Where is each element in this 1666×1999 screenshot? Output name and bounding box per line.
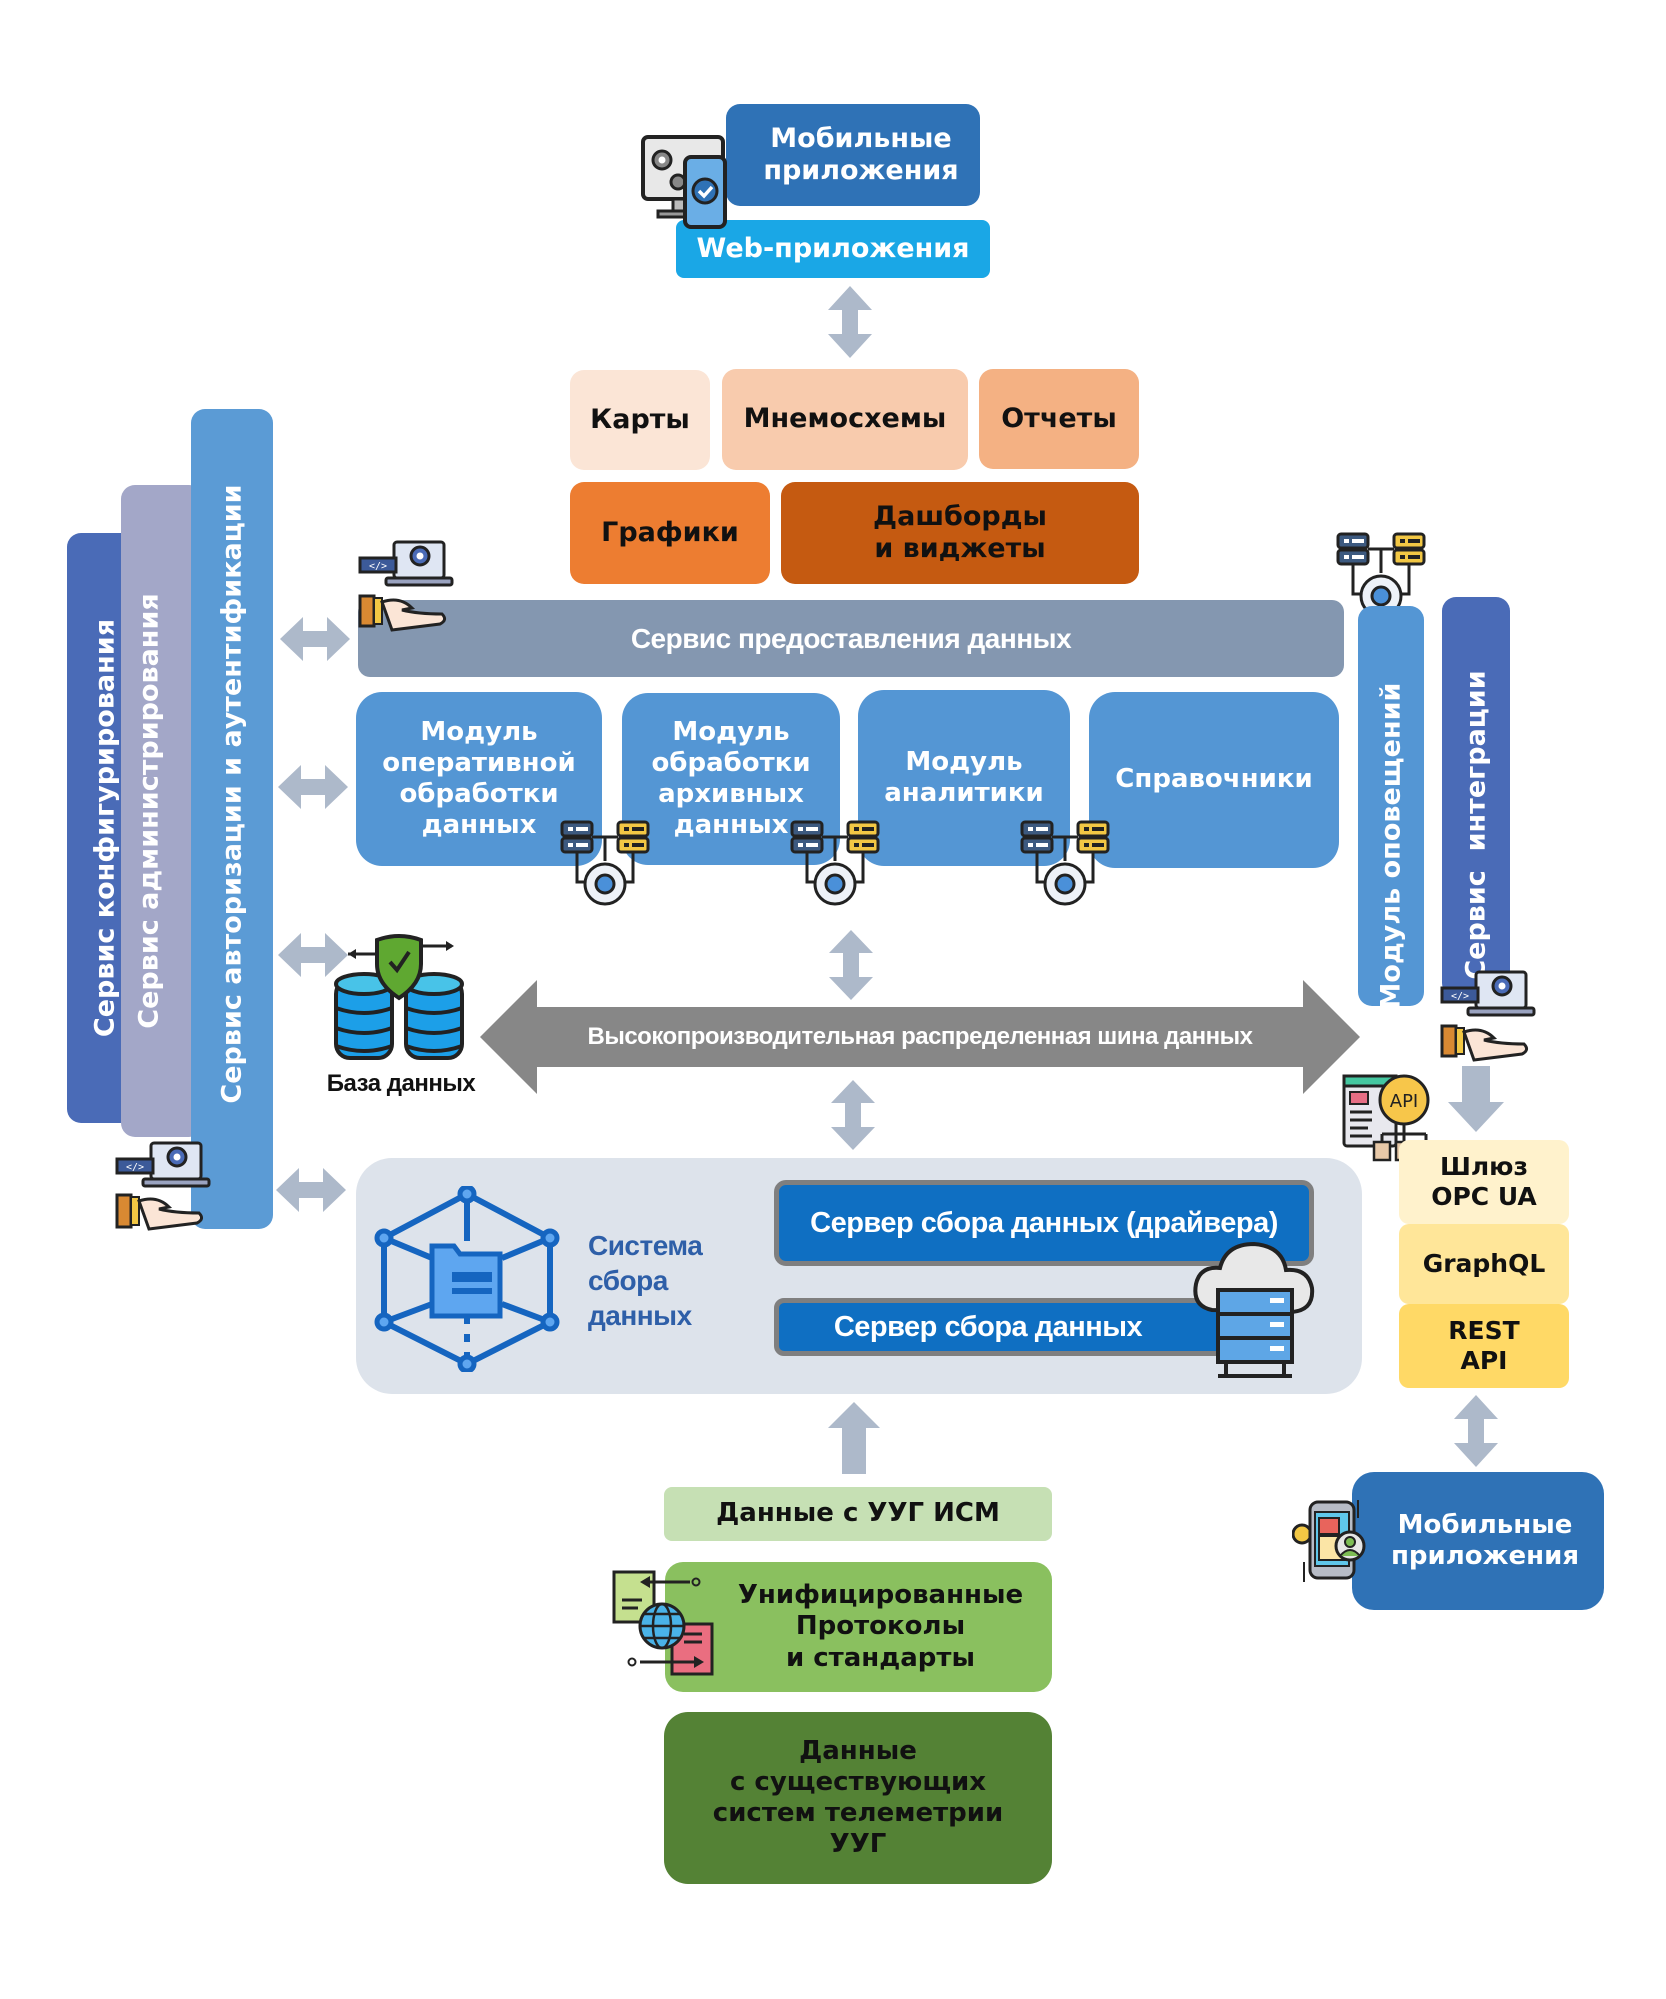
server-gear-icon (790, 818, 880, 918)
database-label: База данных (326, 1070, 476, 1097)
gateway-rest-api[interactable]: REST API (1399, 1304, 1569, 1388)
svg-text:API: API (1390, 1091, 1418, 1112)
maps-label: Карты (590, 403, 690, 435)
globe-exchange-icon (610, 1568, 720, 1678)
charts-tile[interactable]: Графики (570, 482, 770, 584)
admin-service-column[interactable]: Сервис администрирования (121, 485, 203, 1137)
devices-settings-icon (640, 132, 740, 232)
mnemo-tile[interactable]: Мнемосхемы (722, 369, 968, 470)
gateway-graphql-label: GraphQL (1422, 1249, 1546, 1278)
collection-server-label: Сервер сбора данных (833, 1310, 1143, 1343)
double-arrow-horizontal (280, 616, 350, 662)
web-apps-box: Web-приложения (676, 220, 990, 278)
double-arrow-horizontal (276, 1167, 346, 1213)
telemetry-data-box[interactable]: Данные с существующих систем телеметрии … (664, 1712, 1052, 1884)
server-gear-icon (560, 818, 650, 918)
integration-service-column[interactable]: Сервис интеграции (1442, 597, 1510, 997)
dashboards-label: Дашборды и виджеты (873, 500, 1047, 564)
gateway-opc-ua[interactable]: Шлюз OPC UA (1399, 1140, 1569, 1224)
protocols-box[interactable]: Унифицированные Протоколы и стандарты (665, 1562, 1052, 1692)
collection-server[interactable]: Сервер сбора данных (774, 1298, 1242, 1356)
module-label: Модуль обработки архивных данных (651, 716, 811, 841)
data-provision-service-label: Сервис предоставления данных (630, 622, 1072, 654)
module-label: Справочники (1115, 764, 1313, 795)
mobile-apps-label: Мобильные приложения (763, 122, 959, 186)
mnemo-label: Мнемосхемы (743, 403, 947, 435)
data-collection-system-title: Система сбора данных (588, 1230, 703, 1331)
config-service-label: Сервис конфигурирования (89, 618, 121, 1038)
double-arrow-vertical (826, 286, 874, 358)
data-bus-arrow (480, 980, 1360, 1094)
uug-ism-data-box[interactable]: Данные с УУГ ИСМ (664, 1487, 1052, 1541)
double-arrow-vertical (1452, 1395, 1500, 1467)
database-icon (330, 930, 470, 1065)
notifications-module-column[interactable]: Модуль оповещений (1358, 606, 1424, 1009)
developer-service-icon: </> (115, 1135, 215, 1235)
gateway-rest-label: REST API (1448, 1316, 1520, 1375)
auth-service-label: Сервис авторизации и аутентификации (216, 484, 248, 1104)
telemetry-data-label: Данные с существующих систем телеметрии … (712, 1735, 1004, 1860)
double-arrow-vertical (828, 930, 874, 1000)
network-folder-icon (372, 1184, 562, 1374)
collection-server-drivers-label: Сервер сбора данных (драйвера) (810, 1206, 1278, 1239)
module-operational-processing[interactable]: Модуль оперативной обработки данных (356, 692, 602, 866)
collection-server-drivers[interactable]: Сервер сбора данных (драйвера) (774, 1180, 1314, 1266)
gateway-opc-label: Шлюз OPC UA (1431, 1152, 1537, 1211)
mobile-user-icon (1291, 1496, 1382, 1586)
module-label: Модуль аналитики (884, 746, 1044, 808)
mobile-apps-bottom-label: Мобильные приложения (1390, 1509, 1580, 1571)
reports-tile[interactable]: Отчеты (979, 369, 1139, 469)
arrow-up (828, 1402, 880, 1474)
integration-service-label: Сервис интеграции (1460, 670, 1492, 980)
module-archive-processing[interactable]: Модуль обработки архивных данных (622, 693, 840, 865)
maps-tile[interactable]: Карты (570, 370, 710, 470)
protocols-label: Унифицированные Протоколы и стандарты (737, 1580, 1024, 1673)
data-bus-label: Высокопроизводительная распределенная ши… (587, 1022, 1254, 1050)
svg-text:</>: </> (369, 561, 387, 572)
reports-label: Отчеты (1001, 402, 1117, 434)
double-arrow-horizontal (278, 764, 348, 810)
developer-service-icon: </> (1440, 968, 1540, 1063)
module-label: Модуль оперативной обработки данных (382, 716, 576, 841)
auth-service-column[interactable]: Сервис авторизации и аутентификации (191, 409, 273, 1229)
uug-ism-data-label: Данные с УУГ ИСМ (716, 1498, 1000, 1529)
server-gear-icon (1020, 818, 1110, 918)
dashboards-tile[interactable]: Дашборды и виджеты (781, 482, 1139, 584)
gateway-graphql[interactable]: GraphQL (1399, 1224, 1569, 1304)
svg-text:</>: </> (1451, 991, 1469, 1002)
module-reference-books[interactable]: Справочники (1089, 692, 1339, 868)
developer-service-icon: </> (358, 538, 458, 633)
web-apps-label: Web-приложения (696, 232, 970, 264)
data-provision-service-bar[interactable]: Сервис предоставления данных (358, 600, 1344, 677)
svg-text:</>: </> (126, 1162, 144, 1173)
cloud-server-icon (1190, 1240, 1320, 1380)
arrow-down (1448, 1066, 1504, 1132)
notifications-module-label: Модуль оповещений (1375, 682, 1407, 1010)
double-arrow-vertical (830, 1080, 876, 1150)
charts-label: Графики (601, 516, 739, 548)
double-arrow-horizontal (278, 932, 348, 978)
mobile-apps-box: Мобильные приложения (726, 104, 980, 206)
mobile-apps-bottom-box: Мобильные приложения (1352, 1472, 1604, 1610)
admin-service-label: Сервис администрирования (133, 593, 165, 1029)
